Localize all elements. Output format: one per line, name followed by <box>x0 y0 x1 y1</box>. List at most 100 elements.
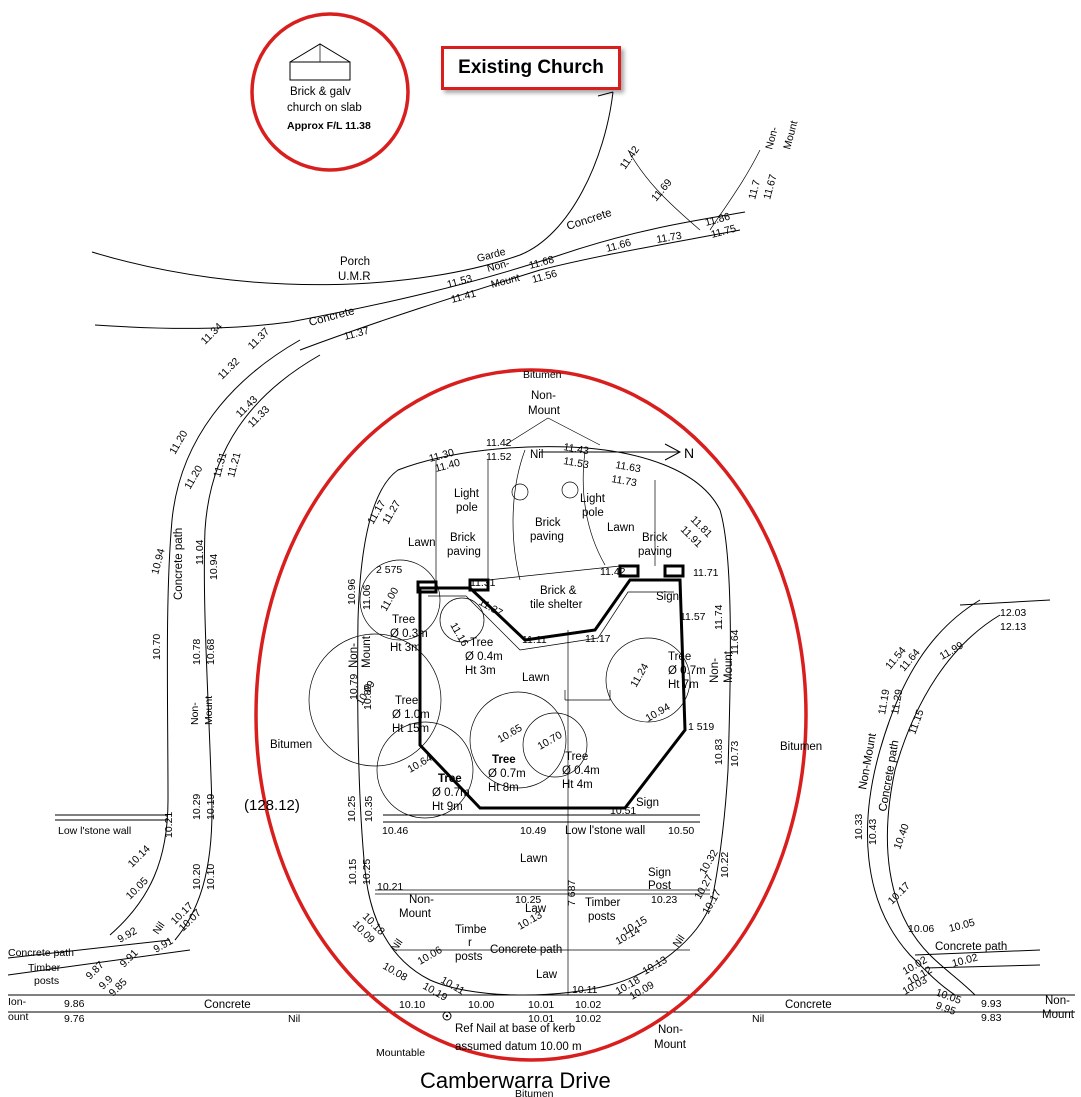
datum-marker-dot <box>445 1014 449 1018</box>
label-concrete-path-br: Concrete path <box>935 941 1007 953</box>
label-concrete-path-bl: Concrete path <box>8 947 74 959</box>
label-light-2: Light <box>580 493 606 505</box>
level: 9.76 <box>64 1013 85 1025</box>
level: 11.66 <box>605 237 633 255</box>
level: 10.14 <box>126 843 153 870</box>
garden-outline <box>357 446 731 996</box>
level: 10.06 <box>908 923 934 935</box>
level: 9.93 <box>981 998 1002 1010</box>
tree-canopy-2 <box>439 597 485 643</box>
level: 10.40 <box>892 822 912 851</box>
light-pole-2 <box>561 481 579 499</box>
label-non-1: Non- <box>486 257 512 275</box>
level: 10.23 <box>651 894 677 906</box>
level: 11.15 <box>907 708 927 736</box>
tree-2: Tree Ø 0.4m Ht 3m <box>465 637 503 677</box>
level: 10.70 <box>536 729 565 753</box>
tree-height: Ht 3m <box>390 642 421 654</box>
label-timber-1: Timber <box>585 897 621 909</box>
garden-highlight-ellipse <box>254 368 808 1062</box>
tree-canopy-6 <box>469 691 567 789</box>
label-non-kerb-c: Non- <box>658 1024 683 1036</box>
label-timbe: Timbe <box>455 924 487 936</box>
level: 9.92 <box>116 925 140 946</box>
tree-diameter: Ø 0.3m <box>390 628 428 640</box>
level: 11.7 <box>746 179 763 201</box>
site-labels: Porch U.M.R Concrete Concrete Garde Non-… <box>8 119 1075 1059</box>
label-brick-2: Brick <box>535 517 561 529</box>
label-mount-kerb-c: Mount <box>654 1039 687 1051</box>
label-paving-3: paving <box>638 546 672 558</box>
non-mount-leaders <box>504 417 601 446</box>
level: 9.86 <box>64 998 85 1010</box>
label-low-wall-garden: Low l'stone wall <box>565 825 645 837</box>
tree-diameter: Ø 1.0m <box>392 709 430 721</box>
tree-height: Ht 8m <box>488 782 519 794</box>
label-shelter-1: Brick & <box>540 585 577 597</box>
level: 11.04 <box>194 539 206 565</box>
level: 11.74 <box>713 604 725 630</box>
level: 10.94 <box>208 554 220 580</box>
label-concrete-2: Concrete <box>565 207 613 233</box>
level: 10.02 <box>575 1013 601 1025</box>
tree-height: Ht 3m <box>465 665 496 677</box>
label-lawn-2: Lawn <box>607 522 635 534</box>
level: 10.73 <box>729 741 741 767</box>
linework <box>7 91 1075 1021</box>
label-brick-1: Brick <box>450 532 476 544</box>
level: 11.69 <box>649 177 675 204</box>
tree-labels: Tree Ø 0.3m Ht 3m Tree Ø 0.4m Ht 3m Tree… <box>390 614 706 813</box>
level: 9.83 <box>981 1012 1002 1024</box>
level: 10.33 <box>853 814 865 840</box>
level: 11.17 <box>585 633 611 645</box>
label-mount-3: Mount <box>203 696 215 725</box>
datum-line-1: Ref Nail at base of kerb <box>455 1023 575 1035</box>
label-concrete-kerb-l: Concrete <box>204 999 251 1011</box>
label-lawn-1: Lawn <box>408 537 436 549</box>
tree-title: Tree <box>492 754 516 766</box>
label-non-4: Non- <box>409 894 434 906</box>
level: 11.67 <box>761 173 779 201</box>
label-concrete-1: Concrete <box>308 305 356 329</box>
tree-4: Tree Ø 1.0m Ht 15m <box>392 695 430 735</box>
level: 10.89 <box>362 684 374 710</box>
tree-title: Tree <box>470 637 493 649</box>
label-non-garden-r: Non- <box>709 658 721 683</box>
level: 1 519 <box>688 721 714 733</box>
level: 10.29 <box>191 794 203 820</box>
shelter-ridge <box>487 565 621 581</box>
level: 10.08 <box>381 960 410 984</box>
shelter-inner <box>428 591 674 651</box>
label-nil-top: Nil <box>530 449 543 461</box>
level: 10.35 <box>363 796 375 822</box>
level: 11.37 <box>477 596 505 619</box>
level: 12.03 <box>1000 607 1026 619</box>
lawn-bench <box>564 690 611 701</box>
level: 11.20 <box>167 428 190 456</box>
tree-height: Ht 15m <box>392 723 429 735</box>
label-nil-garden-r: Nil <box>671 933 688 950</box>
label-r: r <box>468 937 472 949</box>
church-line-1: Brick & galv <box>290 86 351 98</box>
level: 10.22 <box>719 852 731 878</box>
label-non-3: Non- <box>189 702 201 725</box>
level: 11.19 <box>876 688 892 715</box>
level: 10.94 <box>149 547 167 576</box>
level: 11.53 <box>562 455 589 471</box>
shelter-footprint <box>418 578 687 810</box>
tree-diameter: Ø 0.4m <box>562 765 600 777</box>
tree-diameter: Ø 0.7m <box>668 665 706 677</box>
label-bitumen-top: Bitumen <box>523 369 562 381</box>
left-path-inner <box>174 354 321 941</box>
callout-leader <box>597 91 614 97</box>
label-pole-2: pole <box>582 507 604 519</box>
label-posts-1: posts <box>588 911 616 923</box>
level: 11.11 <box>522 634 547 646</box>
level: 10.46 <box>382 825 408 837</box>
concrete-path-edge-1 <box>94 211 746 329</box>
tree-canopy-3 <box>605 637 691 723</box>
label-brick-3: Brick <box>642 532 668 544</box>
tree-height: Ht 9m <box>432 801 463 813</box>
label-lawn-4: Lawn <box>520 853 548 865</box>
level: 10.25 <box>515 894 541 906</box>
